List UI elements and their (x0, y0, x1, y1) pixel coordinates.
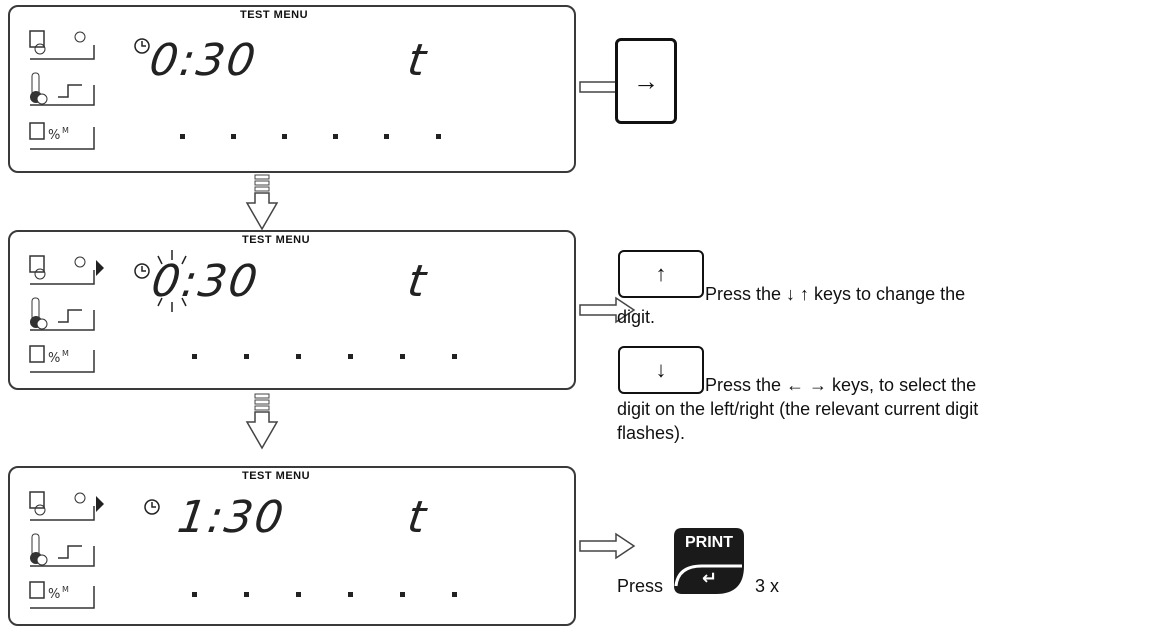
mode-indicator: t (404, 492, 429, 543)
svg-text:M: M (62, 585, 69, 594)
menu-title: TEST MENU (242, 234, 311, 246)
instruction-print-count: 3 x (755, 576, 780, 596)
mode-indicator: t (404, 35, 429, 86)
temperature-step-icon (28, 71, 98, 107)
instruction-change-digit-cont: digit. (617, 307, 656, 327)
weight-percent-icon: %M (28, 342, 98, 376)
down-arrow-key[interactable]: ↓ (618, 346, 704, 394)
instruction-select-digit-cont: digit on the left/right (the relevant cu… (617, 399, 979, 419)
weight-timer-icon (28, 27, 98, 63)
flow-arrow-down (245, 173, 279, 236)
svg-text:M: M (62, 349, 69, 358)
instruction-print-prefix: Press (617, 576, 664, 596)
display-panel-2: TEST MENU %M 0:30 t (8, 230, 576, 390)
weight-percent-icon: %M (28, 119, 98, 153)
instruction-select-digit: Press the ← → keys, to select the (705, 375, 977, 395)
weight-timer-icon (28, 252, 108, 288)
timer-readout: 1:30 (174, 492, 289, 543)
menu-title: TEST MENU (240, 9, 309, 21)
temperature-step-icon (28, 296, 98, 332)
temperature-step-icon (28, 532, 98, 568)
menu-title: TEST MENU (242, 470, 311, 482)
weight-percent-icon: %M (28, 578, 98, 612)
down-arrow-icon: ↓ (655, 357, 667, 382)
svg-text:%: % (48, 128, 60, 143)
right-arrow-key[interactable]: → (615, 38, 677, 124)
flow-arrow-down (245, 392, 279, 455)
up-arrow-icon: ↑ (655, 261, 667, 286)
svg-text:%: % (48, 351, 60, 366)
print-key-label: PRINT (685, 534, 733, 551)
right-arrow-icon: → (633, 65, 659, 96)
timer-readout: 0:30 (148, 256, 263, 307)
print-key[interactable]: PRINT ↵ (672, 526, 746, 596)
enter-icon: ↵ (702, 568, 718, 588)
display-panel-1: TEST MENU %M 0:30 t (8, 5, 576, 173)
svg-text:%: % (48, 587, 60, 602)
weight-timer-icon (28, 488, 108, 524)
svg-text:M: M (62, 126, 69, 135)
mode-indicator: t (404, 256, 429, 307)
clock-icon (133, 262, 151, 285)
clock-icon (133, 37, 151, 60)
timer-readout: 0:30 (146, 35, 261, 86)
display-panel-3: TEST MENU %M 1:30 t (8, 466, 576, 626)
print-key-graphic (674, 528, 744, 594)
instruction-select-digit-cont2: flashes). (617, 423, 686, 443)
blink-indicator-icon (150, 244, 194, 321)
instruction-change-digit: Press the ↓ ↑ keys to change the (705, 284, 966, 304)
flow-arrow-right (578, 296, 636, 329)
flow-arrow-right (578, 532, 636, 565)
up-arrow-key[interactable]: ↑ (618, 250, 704, 298)
clock-icon (143, 498, 161, 521)
